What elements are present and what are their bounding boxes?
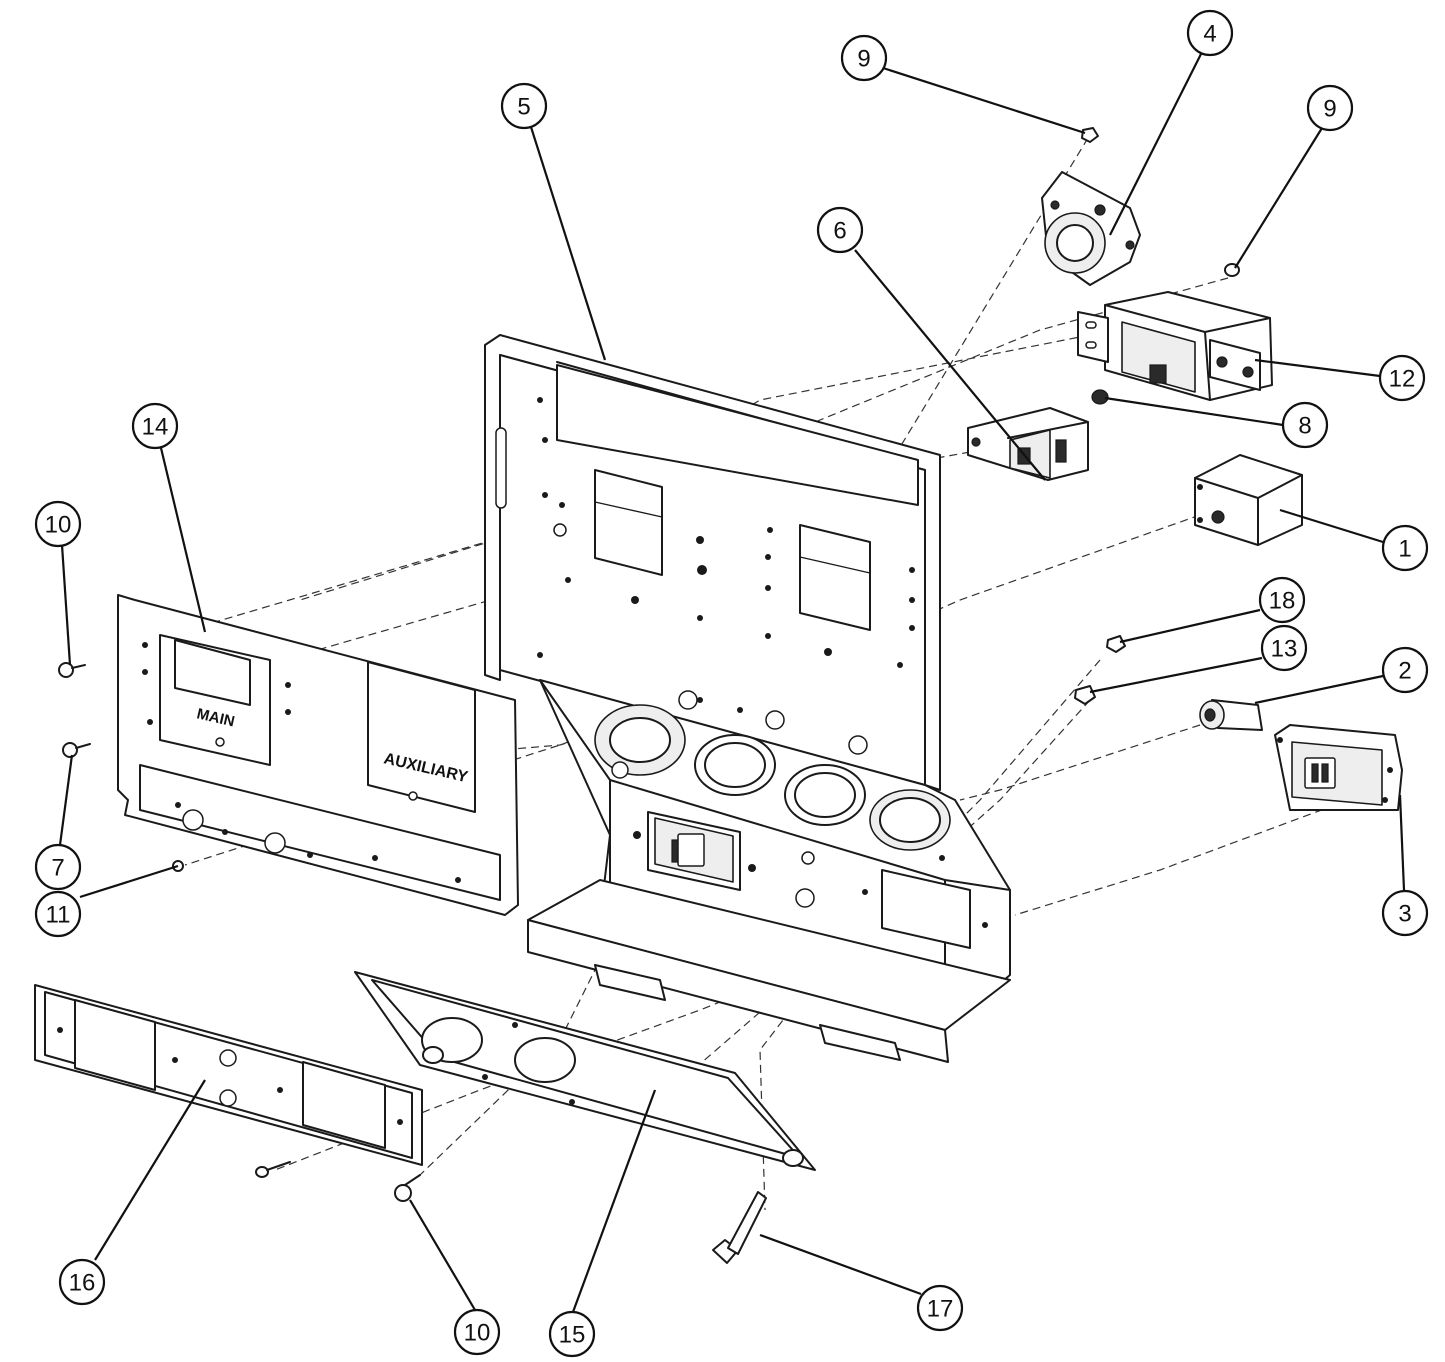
svg-text:5: 5 (517, 94, 530, 121)
svg-text:15: 15 (559, 1322, 586, 1349)
callout-5: 5 (500, 82, 548, 130)
nut-8 (1091, 389, 1109, 405)
svg-text:10: 10 (45, 512, 72, 539)
part-2-push-breaker (1199, 699, 1263, 731)
callout-6: 6 (816, 206, 864, 254)
nut-13 (1074, 685, 1096, 705)
callout-3: 3 (1381, 889, 1429, 937)
svg-text:17: 17 (927, 1296, 954, 1323)
callout-16: 16 (58, 1258, 106, 1306)
callout-balloons: 9 4 9 5 6 12 8 14 10 1 18 13 2 7 3 11 16… (34, 9, 1429, 1358)
callout-14: 14 (131, 402, 179, 450)
floor-tray (527, 879, 1011, 1063)
svg-text:13: 13 (1271, 636, 1298, 663)
svg-text:7: 7 (51, 855, 64, 882)
callout-2: 2 (1381, 646, 1429, 694)
callout-10-bottom: 10 (453, 1308, 501, 1356)
callout-7: 7 (34, 843, 82, 891)
svg-text:12: 12 (1389, 366, 1416, 393)
part-3-gfci-outlet (1274, 724, 1403, 811)
callout-17: 17 (916, 1284, 964, 1332)
callout-9-top: 9 (840, 34, 888, 82)
svg-text:4: 4 (1203, 21, 1216, 48)
part-15-angled-plate (354, 971, 816, 1171)
svg-text:10: 10 (464, 1320, 491, 1347)
fasteners (58, 127, 1240, 1264)
part-14-front-panel: MAIN AUXILIARY (117, 594, 519, 916)
callout-4: 4 (1186, 9, 1234, 57)
svg-text:14: 14 (142, 414, 169, 441)
svg-text:6: 6 (833, 218, 846, 245)
svg-text:8: 8 (1298, 413, 1311, 440)
screw-10a (58, 662, 86, 678)
callout-11: 11 (34, 890, 82, 938)
svg-text:18: 18 (1269, 588, 1296, 615)
svg-text:9: 9 (857, 46, 870, 73)
callout-15: 15 (548, 1310, 596, 1358)
callout-8: 8 (1281, 401, 1329, 449)
screw-16 (255, 1161, 291, 1178)
callout-9-right: 9 (1306, 84, 1354, 132)
svg-text:3: 3 (1398, 901, 1411, 928)
bolt-17 (712, 1191, 767, 1264)
part-1-box-component (1194, 454, 1303, 546)
callout-10-left: 10 (34, 500, 82, 548)
svg-text:9: 9 (1323, 96, 1336, 123)
svg-text:16: 16 (69, 1270, 96, 1297)
svg-text:1: 1 (1398, 536, 1411, 563)
callout-13: 13 (1260, 624, 1308, 672)
nut-18 (1106, 635, 1126, 653)
part-4-receptacle (1041, 171, 1141, 286)
bracket-holes (537, 397, 915, 713)
svg-text:2: 2 (1398, 658, 1411, 685)
part-6-switch (967, 407, 1089, 481)
callout-18: 18 (1258, 576, 1306, 624)
lower-outlet-bracket (539, 679, 1011, 1031)
part-5-mounting-bracket (484, 334, 941, 791)
svg-text:11: 11 (46, 902, 71, 929)
part-12-circuit-breaker (1077, 291, 1273, 401)
part-16-cover-plate (34, 984, 423, 1166)
screw-7 (62, 742, 91, 758)
callout-12: 12 (1378, 354, 1426, 402)
leader-lines (58, 49, 1406, 1313)
screw-10b (394, 1174, 421, 1202)
callout-1: 1 (1381, 524, 1429, 572)
nut-9a (1081, 127, 1099, 143)
